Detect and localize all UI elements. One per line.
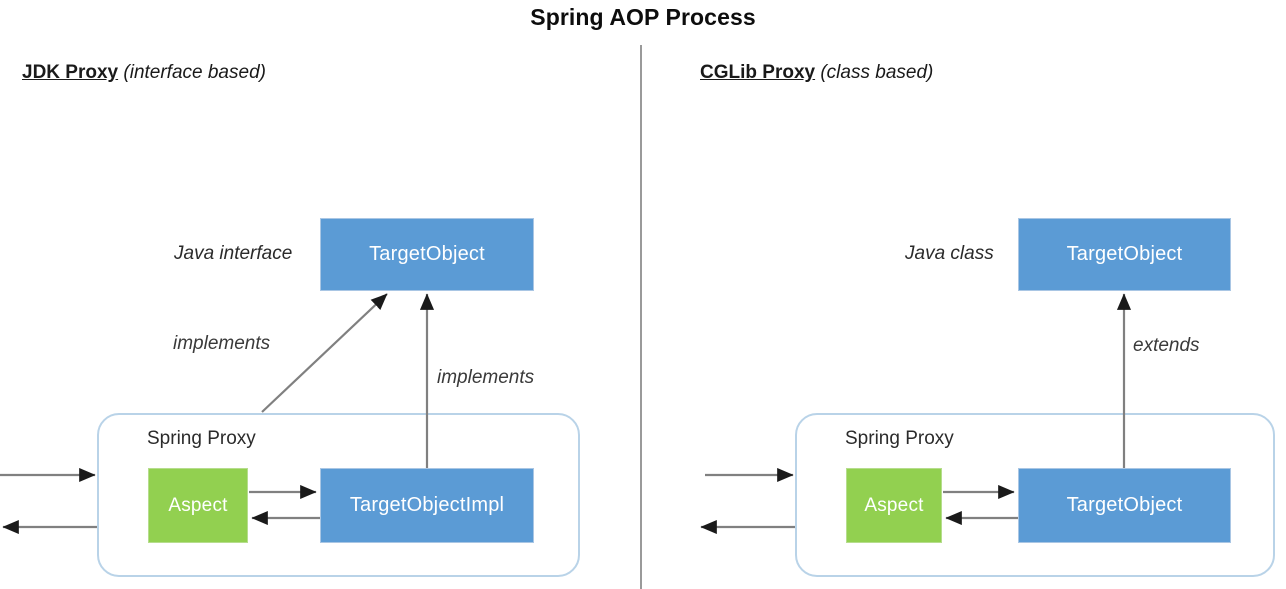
section-header-jdk-strong: JDK Proxy [22, 62, 119, 83]
section-header-cglib-strong: CGLib Proxy [700, 62, 816, 83]
annotation-extends: extends [1133, 335, 1200, 356]
spring-proxy-label-cglib: Spring Proxy [845, 428, 954, 449]
page-title: Spring AOP Process [530, 4, 756, 30]
section-header-cglib-sub: (class based) [820, 62, 934, 83]
box-aspect-jdk: Aspect [148, 468, 248, 543]
section-header-jdk-sub: (interface based) [123, 62, 266, 83]
spring-proxy-label-jdk: Spring Proxy [147, 428, 256, 449]
box-target-object-inner-cglib: TargetObject [1018, 468, 1231, 543]
box-target-object-jdk: TargetObject [320, 218, 534, 291]
section-header-cglib: CGLib Proxy (class based) [700, 62, 933, 84]
annotation-java-class: Java class [905, 243, 994, 264]
annotation-implements-impl: implements [437, 367, 535, 388]
arrow-implements-diagonal-jdk [261, 293, 388, 413]
annotation-java-interface: Java interface [174, 243, 293, 264]
box-target-object-cglib: TargetObject [1018, 218, 1231, 291]
box-target-object-impl-jdk: TargetObjectImpl [320, 468, 534, 543]
annotation-implements-aspect: implements [173, 333, 271, 354]
vertical-divider [640, 45, 642, 589]
box-aspect-cglib: Aspect [846, 468, 942, 543]
section-header-jdk: JDK Proxy (interface based) [22, 62, 266, 84]
